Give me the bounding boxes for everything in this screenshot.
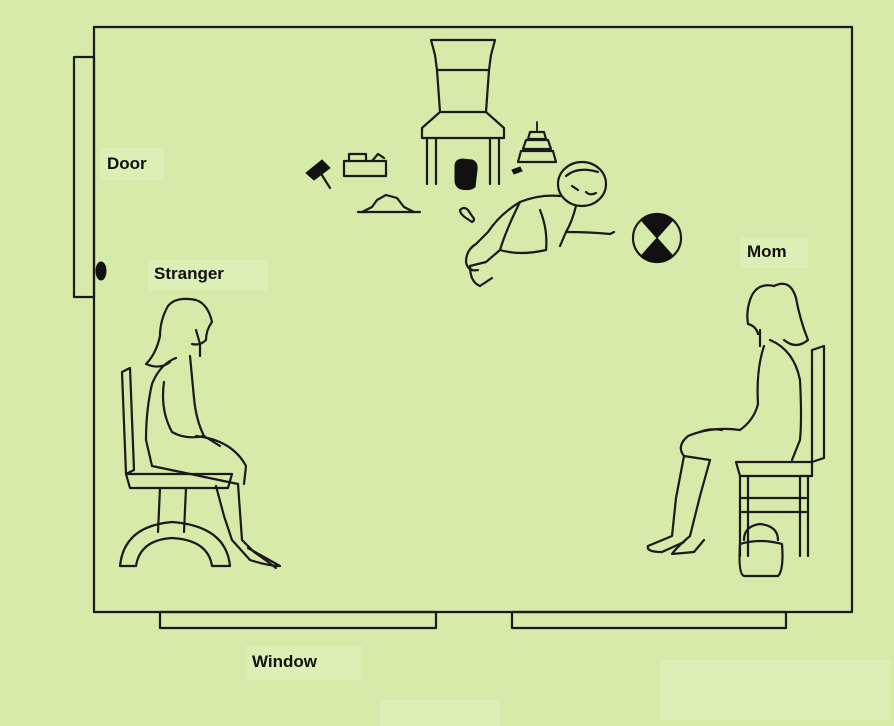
label-highlights xyxy=(100,148,890,726)
stranger-figure-icon xyxy=(120,299,280,568)
stranger-label: Stranger xyxy=(150,263,228,285)
crawling-baby-icon xyxy=(466,162,614,286)
toy-boat-icon xyxy=(358,195,420,212)
mom-label: Mom xyxy=(743,241,791,263)
ball-icon xyxy=(633,214,681,262)
toy-bone-icon xyxy=(460,208,474,222)
toy-stacking-ring-icon xyxy=(512,122,556,174)
door-knob-icon xyxy=(96,262,106,280)
toy-block-icon xyxy=(455,159,477,190)
door-label: Door xyxy=(103,153,151,175)
handbag-icon xyxy=(740,524,783,576)
room-outline xyxy=(94,27,852,612)
window xyxy=(160,612,786,628)
window-label: Window xyxy=(248,651,321,673)
mom-figure-icon xyxy=(648,284,824,556)
toy-hammer-icon xyxy=(306,160,330,188)
toy-truck-icon xyxy=(344,154,386,176)
